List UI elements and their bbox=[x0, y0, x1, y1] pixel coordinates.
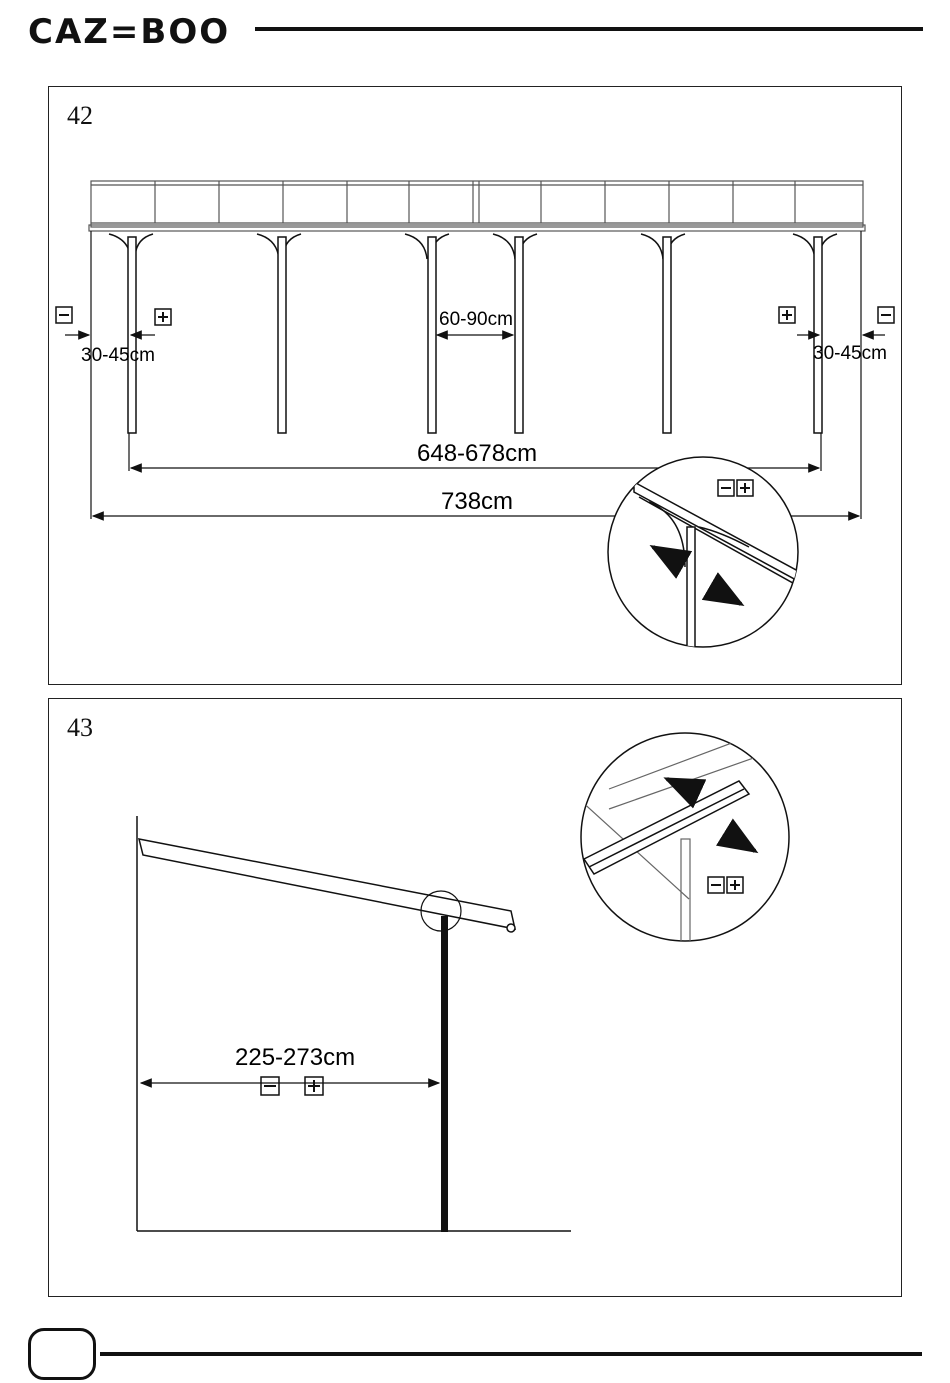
post-4 bbox=[493, 234, 537, 433]
edge-right-label: 30-45cm bbox=[813, 343, 887, 364]
post bbox=[441, 916, 448, 1232]
post-6 bbox=[793, 234, 837, 433]
edge-dim-left bbox=[56, 307, 171, 335]
post-1 bbox=[109, 234, 153, 433]
footer-rule bbox=[100, 1352, 922, 1356]
roof-frame bbox=[89, 181, 865, 231]
step-42-diagram: 30-45cm 30-45cm 60-90cm 648-678cm 738cm bbox=[49, 87, 903, 686]
beam bbox=[139, 839, 515, 932]
edge-dim-right bbox=[779, 307, 894, 335]
page-number-box bbox=[28, 1328, 96, 1380]
post-5 bbox=[641, 234, 685, 433]
height-adjust-symbols bbox=[261, 1077, 323, 1095]
total-label: 738cm bbox=[441, 488, 513, 515]
edge-left-label: 30-45cm bbox=[81, 345, 155, 366]
step-43-panel: 43 225-273cm bbox=[48, 698, 902, 1297]
bracket-detail-43 bbox=[579, 729, 789, 949]
step-42-panel: 42 bbox=[48, 86, 902, 685]
header-rule bbox=[255, 27, 923, 31]
step-43-diagram: 225-273cm bbox=[49, 699, 903, 1298]
gap-label: 60-90cm bbox=[439, 309, 513, 330]
post-3 bbox=[405, 234, 449, 433]
brand-logo: CAZ=BOO bbox=[28, 12, 230, 52]
post-2 bbox=[257, 234, 301, 433]
posts bbox=[109, 234, 837, 433]
bracket-detail-42 bbox=[608, 457, 809, 667]
height-label: 225-273cm bbox=[235, 1044, 355, 1071]
posts-span-label: 648-678cm bbox=[417, 440, 537, 467]
